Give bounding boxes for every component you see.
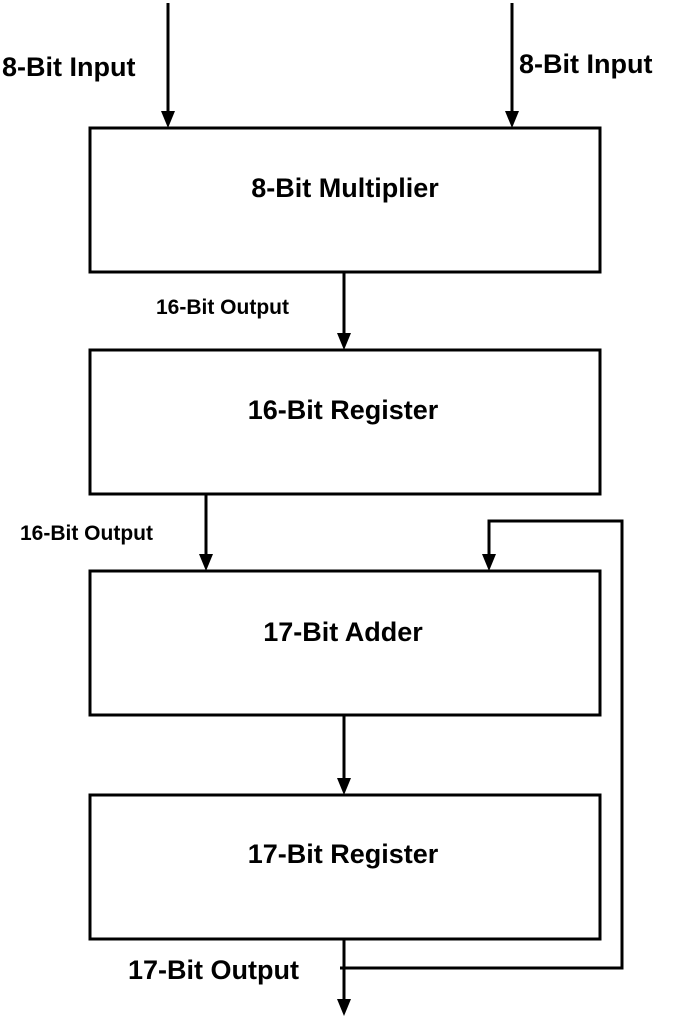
multiplier-output-wire — [337, 272, 351, 350]
adder-label: 17-Bit Adder — [263, 617, 423, 647]
multiplier-block — [88, 126, 602, 274]
right-input-label: 8-Bit Input — [519, 49, 652, 79]
final-output-label: 17-Bit Output — [128, 955, 299, 985]
register16-output-label: 16-Bit Output — [20, 522, 153, 545]
register16-block — [88, 348, 602, 496]
register16-output-wire — [199, 494, 213, 571]
multiplier-output-label: 16-Bit Output — [156, 296, 289, 319]
left-input-label: 8-Bit Input — [2, 52, 135, 82]
feedback-wire — [340, 519, 624, 970]
adder-output-wire — [337, 715, 351, 795]
multiplier-label: 8-Bit Multiplier — [251, 173, 439, 203]
register17-block — [88, 793, 602, 941]
register16-label: 16-Bit Register — [248, 395, 439, 425]
right-input-wire — [505, 3, 519, 128]
left-input-wire — [161, 3, 175, 128]
final-output-wire — [337, 939, 351, 1016]
adder-block — [88, 569, 602, 717]
register17-label: 17-Bit Register — [248, 839, 439, 869]
